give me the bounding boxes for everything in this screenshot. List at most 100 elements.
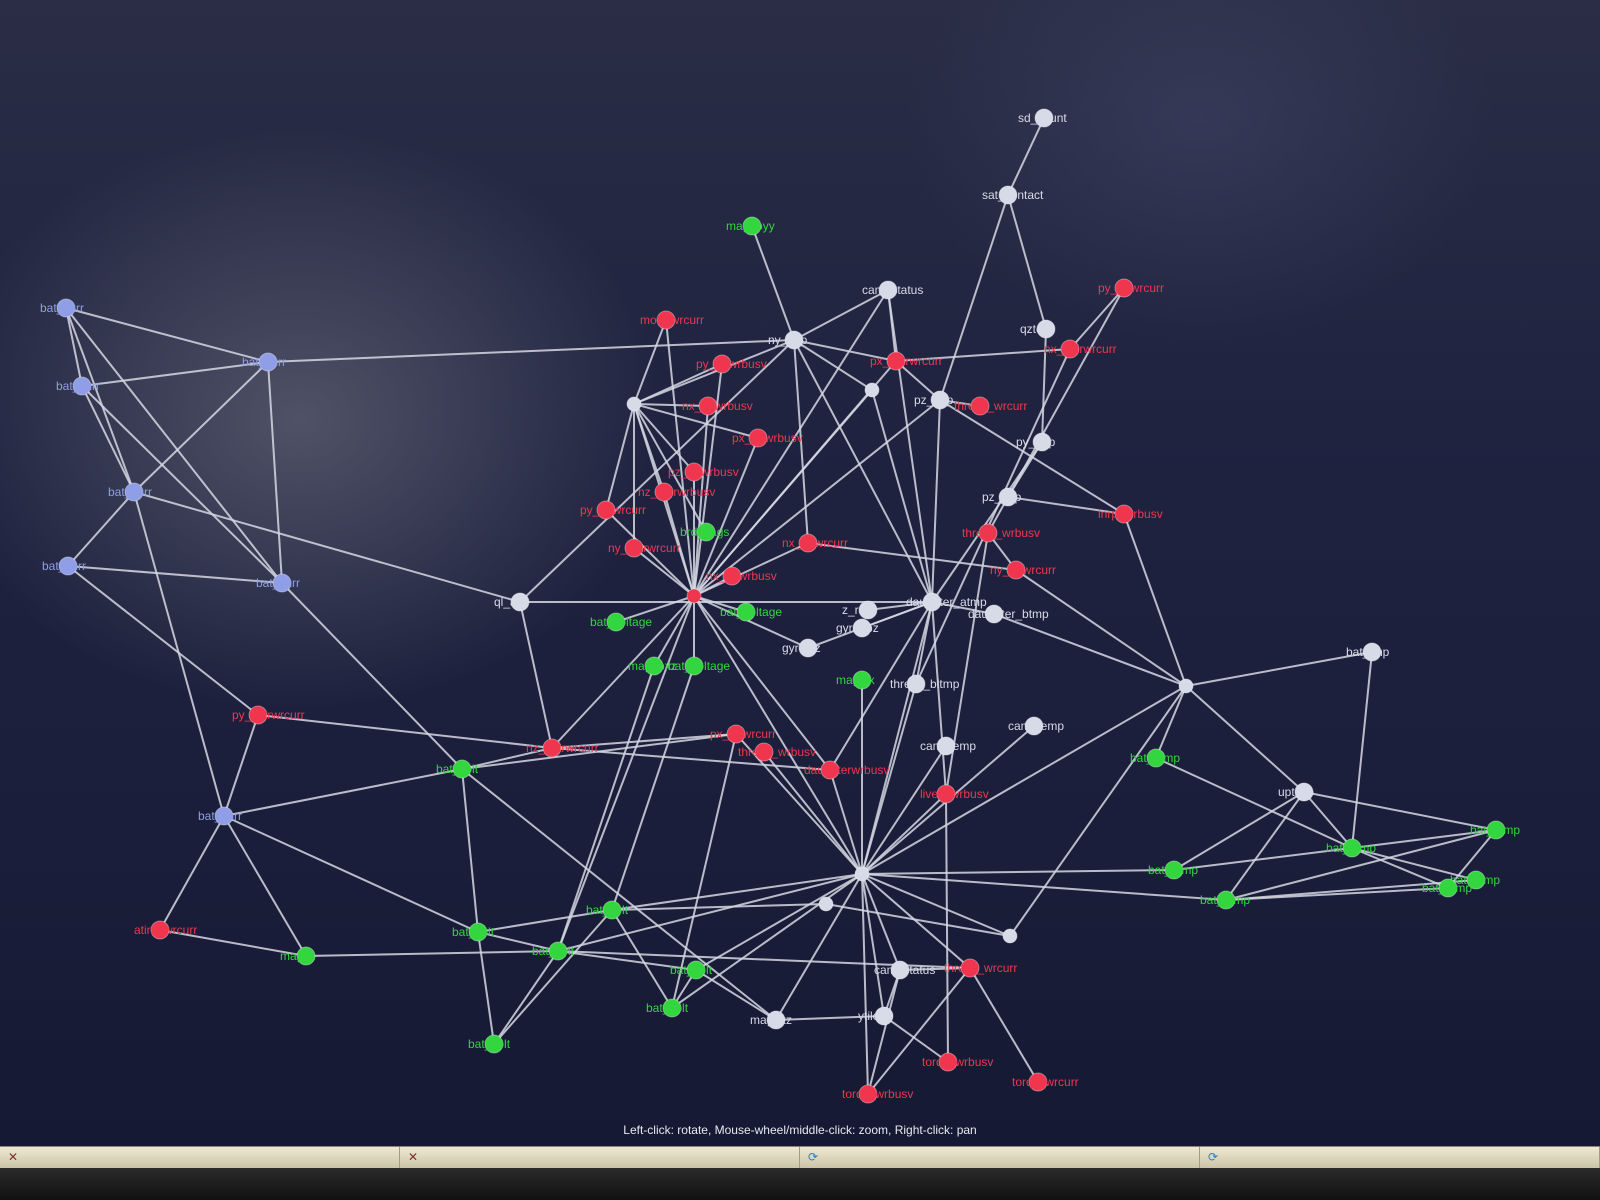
graph-node[interactable]: px_inrwrcurr xyxy=(710,724,776,744)
graph-node[interactable]: nx_inrwrbusv xyxy=(706,566,777,586)
node-circle[interactable] xyxy=(150,920,170,940)
node-circle[interactable] xyxy=(1362,642,1382,662)
graph-node[interactable]: cam_temp xyxy=(920,736,976,756)
node-circle[interactable] xyxy=(818,896,834,912)
node-circle[interactable] xyxy=(820,760,840,780)
node-circle[interactable] xyxy=(606,612,626,632)
node-circle[interactable] xyxy=(548,941,568,961)
graph-node[interactable] xyxy=(626,396,642,412)
taskbar-item-3[interactable]: ⟳ xyxy=(800,1147,1200,1169)
graph-node[interactable]: threev_wrbusv xyxy=(738,742,816,762)
graph-node[interactable] xyxy=(818,896,834,912)
node-circle[interactable] xyxy=(686,960,706,980)
graph-node[interactable] xyxy=(686,588,702,604)
graph-node[interactable]: uptime xyxy=(1278,782,1314,802)
node-circle[interactable] xyxy=(938,1052,958,1072)
node-circle[interactable] xyxy=(510,592,530,612)
node-circle[interactable] xyxy=(72,376,92,396)
node-circle[interactable] xyxy=(712,354,732,374)
graph-node[interactable]: gyro_pz xyxy=(836,618,879,638)
graph-node[interactable]: bat_volt xyxy=(670,960,713,980)
graph-node[interactable]: ql_act xyxy=(494,592,530,612)
graph-node[interactable]: bat_tmp xyxy=(1346,642,1390,662)
node-circle[interactable] xyxy=(906,674,926,694)
graph-node[interactable]: sd_count xyxy=(1018,108,1067,128)
graph-node[interactable]: py_inrwrcurr xyxy=(1098,278,1164,298)
graph-node[interactable]: py_inrwrbusv xyxy=(696,354,767,374)
node-circle[interactable] xyxy=(656,310,676,330)
node-circle[interactable] xyxy=(58,556,78,576)
graph-node[interactable]: gyro_iz xyxy=(782,638,821,658)
graph-node[interactable]: daughter_btmp xyxy=(968,604,1049,624)
graph-node[interactable]: py_extrwrcurr xyxy=(232,705,305,725)
node-circle[interactable] xyxy=(852,670,872,690)
graph-node[interactable]: bat_voltage xyxy=(590,612,652,632)
node-circle[interactable] xyxy=(936,736,956,756)
graph-node[interactable]: bat_curr xyxy=(108,482,152,502)
graph-node[interactable]: bat_voltage xyxy=(668,656,730,676)
graph-node[interactable]: nx_inrwrbusv xyxy=(682,396,753,416)
graph-node[interactable]: bat_curr xyxy=(56,376,100,396)
node-circle[interactable] xyxy=(1178,678,1194,694)
graph-node[interactable] xyxy=(854,866,870,882)
graph-node[interactable]: bat_voltage xyxy=(720,602,782,622)
node-circle[interactable] xyxy=(798,638,818,658)
node-circle[interactable] xyxy=(890,960,910,980)
graph-node[interactable]: bat_volt xyxy=(586,900,629,920)
node-circle[interactable] xyxy=(1114,278,1134,298)
graph-node[interactable]: nx_inrwrcurr xyxy=(782,533,848,553)
node-circle[interactable] xyxy=(124,482,144,502)
node-circle[interactable] xyxy=(596,500,616,520)
node-circle[interactable] xyxy=(1114,504,1134,524)
graph-node[interactable]: mag_pxz xyxy=(628,656,677,676)
node-circle[interactable] xyxy=(684,462,704,482)
node-circle[interactable] xyxy=(722,566,742,586)
graph-node[interactable]: magpxz xyxy=(750,1010,792,1030)
node-circle[interactable] xyxy=(684,656,704,676)
graph-node[interactable]: ny_tmp xyxy=(768,330,808,350)
graph-node[interactable]: brd_flags xyxy=(680,522,729,542)
graph-node[interactable]: threev_wrcurr xyxy=(944,958,1017,978)
node-circle[interactable] xyxy=(998,185,1018,205)
node-circle[interactable] xyxy=(624,538,644,558)
graph-node[interactable]: bat_volt xyxy=(532,941,575,961)
node-circle[interactable] xyxy=(698,396,718,416)
node-circle[interactable] xyxy=(468,922,488,942)
graph-node[interactable]: bat_temp xyxy=(1450,870,1500,890)
graph-node[interactable]: z_rate xyxy=(842,600,878,620)
graph-node[interactable]: inrp_wrbusv xyxy=(1098,504,1163,524)
node-circle[interactable] xyxy=(452,759,472,779)
node-circle[interactable] xyxy=(1034,108,1054,128)
node-circle[interactable] xyxy=(936,784,956,804)
node-circle[interactable] xyxy=(296,946,316,966)
node-circle[interactable] xyxy=(1060,339,1080,359)
graph-node[interactable]: bat_temp xyxy=(1422,878,1472,898)
taskbar-item-4[interactable]: ⟳ xyxy=(1200,1147,1600,1169)
graph-node[interactable]: px_inrwrbusv xyxy=(732,428,803,448)
graph-node[interactable]: bat_curr xyxy=(40,298,84,318)
graph-node[interactable]: cam_temp xyxy=(1008,716,1064,736)
node-circle[interactable] xyxy=(930,390,950,410)
node-circle[interactable] xyxy=(272,573,292,593)
node-circle[interactable] xyxy=(736,602,756,622)
node-circle[interactable] xyxy=(56,298,76,318)
node-circle[interactable] xyxy=(1032,432,1052,452)
node-circle[interactable] xyxy=(1028,1072,1048,1092)
node-circle[interactable] xyxy=(1342,838,1362,858)
graph-node[interactable]: nx_extrwrcurr xyxy=(1044,339,1117,359)
graph-node[interactable]: nz_extrwrcurr xyxy=(526,738,599,758)
node-circle[interactable] xyxy=(748,428,768,448)
node-circle[interactable] xyxy=(886,351,906,371)
graph-node[interactable]: daughterwrbusv xyxy=(804,760,889,780)
graph-node[interactable]: torqy_wrbusv xyxy=(842,1084,913,1104)
graph-node[interactable]: qztc xyxy=(1020,319,1056,339)
node-circle[interactable] xyxy=(998,487,1018,507)
node-circle[interactable] xyxy=(602,900,622,920)
graph-node[interactable]: torqz_wrcurr xyxy=(1012,1072,1079,1092)
graph-node[interactable]: bat_temp xyxy=(1148,860,1198,880)
graph-node[interactable]: nz_extrwrbusv xyxy=(638,482,715,502)
graph-node[interactable]: threev_wrcurr xyxy=(954,396,1027,416)
node-circle[interactable] xyxy=(854,866,870,882)
